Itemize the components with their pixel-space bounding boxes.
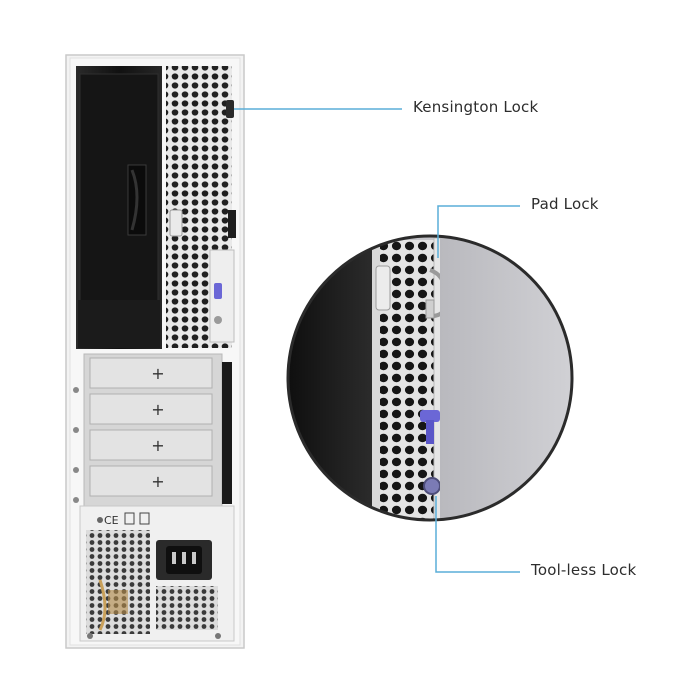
slot-1: + [89,357,213,389]
top-vent-mesh [166,66,236,348]
padlock-leader [437,205,520,258]
power-supply: CE [79,505,235,642]
latch-small [214,283,222,299]
zoom-detail-circle [288,236,572,520]
kensington-lock-label: Kensington Lock [413,98,539,116]
drive-bay-opening [76,66,162,349]
slot-4: + [89,465,213,497]
svg-text:+: + [151,436,164,455]
toolless-leader [435,496,520,573]
svg-text:+: + [151,472,164,491]
svg-text:+: + [151,364,164,383]
zoom-circle-border [286,234,574,522]
kensington-slot [226,100,234,118]
toolless-lock-label: Tool-less Lock [531,561,637,579]
slot-3: + [89,429,213,461]
leader-lines [234,108,520,573]
expansion-slots: + + + + [73,353,232,507]
ce-mark: CE [104,514,119,527]
toolless-latch [420,410,440,444]
slot-2: + [89,393,213,425]
pad-lock-label: Pad Lock [531,195,599,213]
svg-text:+: + [151,400,164,419]
